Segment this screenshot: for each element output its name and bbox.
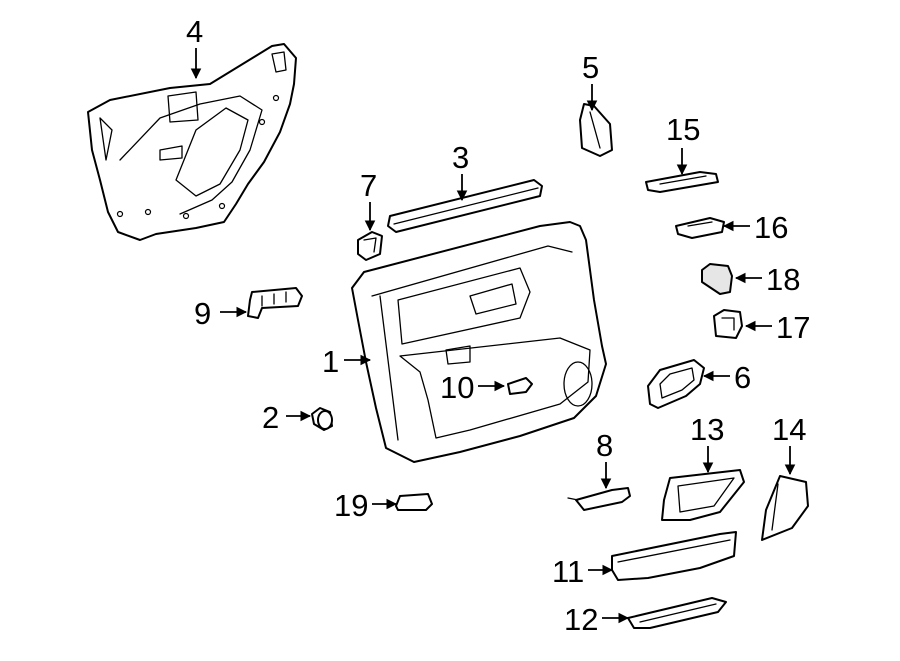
part-16-switch <box>675 217 725 239</box>
callout-10: 10 <box>440 370 474 405</box>
part-12-strip <box>627 597 727 629</box>
callout-1: 1 <box>322 344 339 379</box>
callout-2: 2 <box>262 400 279 435</box>
callout-labels: 4 3 7 1 9 2 10 19 5 15 16 18 17 6 8 13 1… <box>186 14 810 637</box>
leader-lines <box>190 48 796 624</box>
callout-13: 13 <box>690 412 724 447</box>
callout-11: 11 <box>552 554 584 589</box>
part-7-clip <box>357 231 383 261</box>
callout-3: 3 <box>452 140 469 175</box>
part-11-armrest <box>611 531 737 581</box>
callout-18: 18 <box>766 262 800 297</box>
part-1-door-trim-panel <box>351 221 607 463</box>
part-14-trim-piece <box>761 475 809 541</box>
part-13-pocket <box>661 469 745 521</box>
part-5-sail-cover <box>579 103 613 157</box>
part-17-clip <box>713 309 743 339</box>
part-15-switch-bezel <box>645 171 719 193</box>
callout-5: 5 <box>582 50 599 85</box>
callout-19: 19 <box>334 488 368 523</box>
callout-14: 14 <box>772 412 806 447</box>
part-19-cap <box>395 493 433 511</box>
callout-12: 12 <box>564 602 598 637</box>
part-2-push-pin <box>311 407 333 431</box>
part-18-switch <box>701 263 733 295</box>
callout-6: 6 <box>734 360 751 395</box>
part-8-handle <box>567 487 631 511</box>
callout-16: 16 <box>754 210 788 245</box>
callout-7: 7 <box>360 168 377 203</box>
callout-9: 9 <box>194 296 211 331</box>
callout-15: 15 <box>666 112 700 147</box>
part-4-water-deflector <box>87 43 297 241</box>
callout-17: 17 <box>776 310 810 345</box>
part-10-switch <box>507 377 533 395</box>
part-3-belt-molding <box>387 179 543 233</box>
callout-8: 8 <box>596 428 613 463</box>
callout-4: 4 <box>186 14 203 49</box>
part-9-bracket <box>247 287 303 319</box>
part-6-handle-bezel <box>647 359 705 409</box>
